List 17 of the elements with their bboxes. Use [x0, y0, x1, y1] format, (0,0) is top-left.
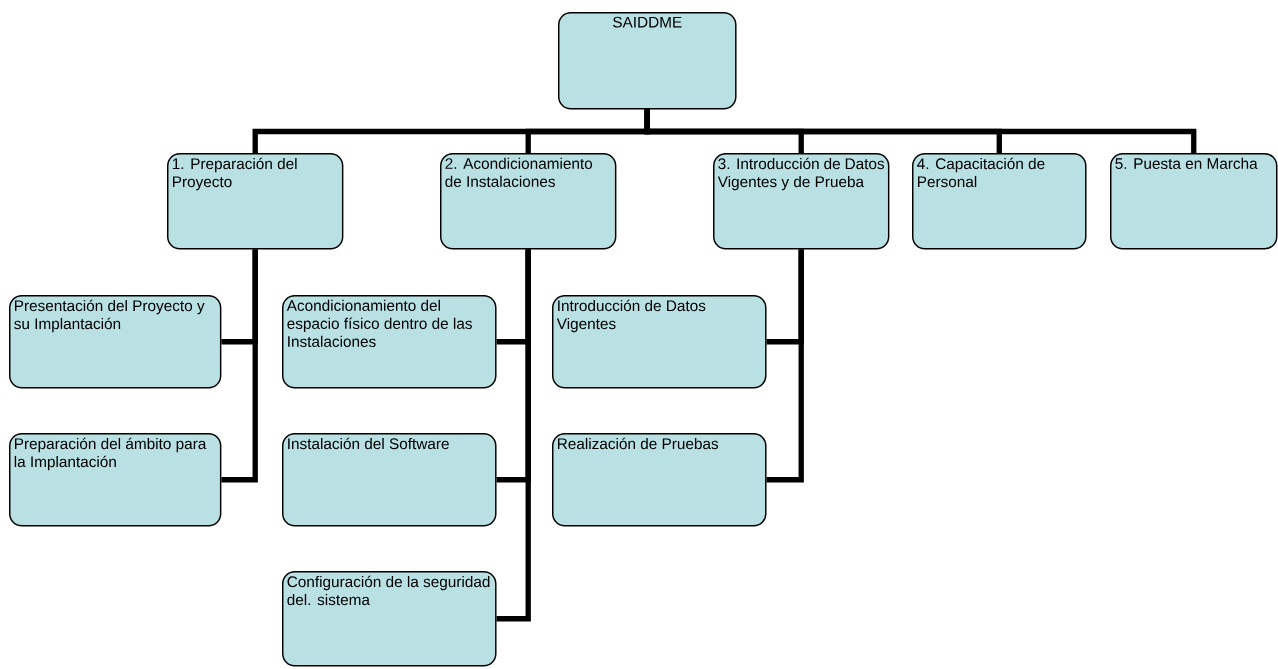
task-box: 2. Acondicionamiento de Instalaciones [440, 153, 617, 250]
connector-line [221, 249, 258, 483]
task-box: 5. Puesta en Marcha [1110, 153, 1278, 250]
task-box: Configuración de la seguridad del. sistema [282, 571, 497, 667]
root-box: SAIDDME [558, 12, 737, 110]
task-box: Realización de Pruebas [552, 433, 767, 527]
task-box: Preparación del ámbito para la Implantación [9, 433, 222, 527]
connector-line [766, 249, 804, 483]
task-box: 3. Introducción de Datos Vigentes y de Prueba [713, 153, 890, 250]
connector-line [496, 249, 531, 622]
connector-line [644, 109, 1197, 153]
task-box: Instalación del Software [282, 433, 497, 527]
task-box: Introducción de Datos Vigentes [552, 295, 767, 389]
task-box: Presentación del Proyecto y su Implantación [9, 295, 222, 389]
task-box: 1. Preparación del Proyecto [167, 153, 344, 250]
task-box: Acondicionamiento del espacio físico dentro de las Instalaciones [282, 295, 497, 389]
task-box: 4. Capacitación de Personal [912, 153, 1087, 250]
